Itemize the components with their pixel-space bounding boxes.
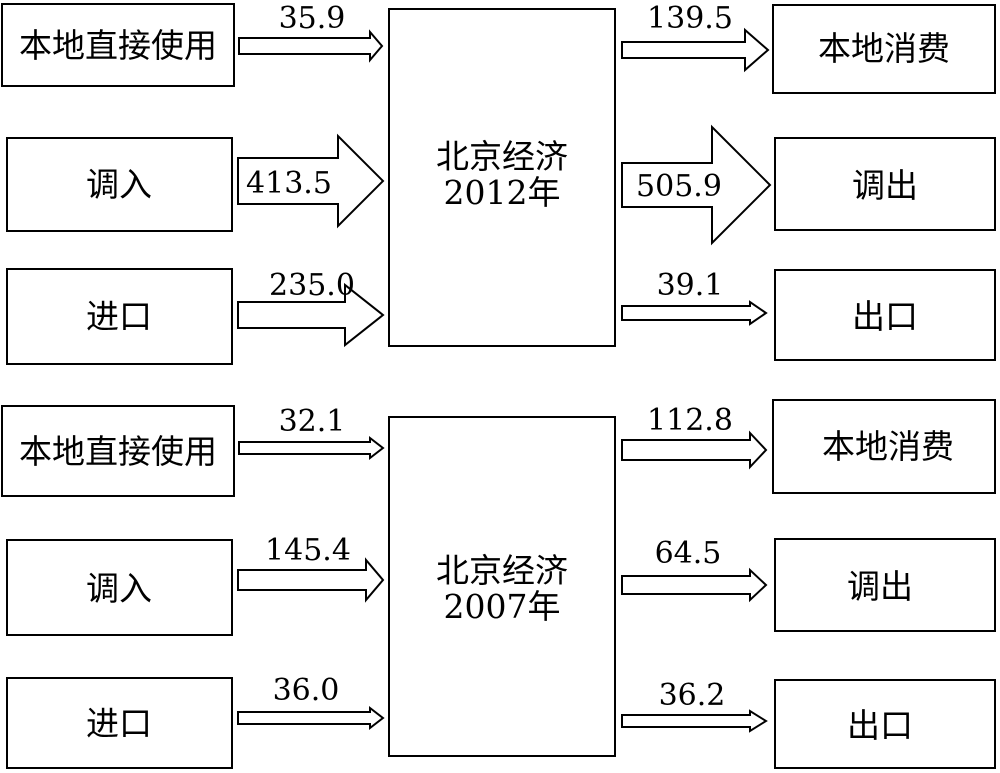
input-value-import: 235.0 [269, 268, 355, 303]
input-value-import: 36.0 [273, 673, 340, 708]
output-arrow-local-consumption [621, 27, 770, 73]
output-arrow-local-consumption [621, 430, 768, 470]
input-arrow-local-use [238, 435, 385, 461]
output-arrow-export [621, 709, 768, 733]
center-title: 北京经济 [436, 137, 568, 176]
input-label-local-use: 本地直接使用 [19, 432, 217, 471]
output-box-local-consumption [772, 399, 996, 494]
panel-2012: 北京经济 2012年 本地直接使用 35.9 调入 413.5 进口 235.0… [1, 1, 996, 365]
output-arrow-transfer-out [621, 124, 772, 246]
output-label-transfer-out: 调出 [852, 166, 918, 205]
input-value-local-use: 35.9 [279, 1, 346, 36]
output-value-local-consumption: 139.5 [647, 1, 733, 36]
input-label-import: 进口 [86, 704, 152, 743]
output-value-transfer-out: 505.9 [636, 169, 722, 204]
input-label-transfer-in: 调入 [86, 165, 152, 204]
output-value-export: 39.1 [657, 268, 724, 303]
output-box-transfer-out [774, 137, 996, 231]
center-box-2007 [388, 416, 616, 757]
input-box-local-use [1, 3, 235, 87]
center-year: 2007年 [444, 587, 561, 626]
center-year: 2012年 [444, 173, 561, 212]
input-label-transfer-in: 调入 [86, 569, 152, 608]
output-label-export: 出口 [847, 706, 913, 745]
input-box-import [6, 677, 233, 769]
output-label-local-consumption: 本地消费 [818, 29, 950, 68]
input-value-transfer-in: 413.5 [246, 166, 332, 201]
input-box-local-use [1, 405, 235, 497]
output-box-export [774, 269, 996, 361]
input-arrow-import [237, 282, 385, 348]
output-arrow-export [621, 300, 768, 326]
center-box-2012 [388, 8, 616, 347]
output-label-transfer-out: 调出 [847, 567, 913, 606]
output-arrow-transfer-out [621, 567, 768, 603]
output-value-local-consumption: 112.8 [647, 403, 733, 438]
output-value-export: 36.2 [659, 678, 726, 713]
output-box-local-consumption [772, 4, 996, 94]
input-arrow-transfer-in [237, 557, 385, 603]
input-box-transfer-in [6, 137, 233, 232]
input-label-local-use: 本地直接使用 [19, 26, 217, 65]
output-box-export [774, 679, 996, 769]
center-title: 北京经济 [436, 551, 568, 590]
input-arrow-local-use [238, 29, 384, 63]
output-label-export: 出口 [852, 297, 918, 336]
output-label-local-consumption: 本地消费 [822, 427, 954, 466]
input-value-local-use: 32.1 [279, 404, 346, 439]
input-box-transfer-in [6, 539, 233, 636]
output-box-transfer-out [774, 538, 996, 632]
input-box-import [6, 268, 233, 365]
panel-2007: 北京经济 2007年 本地直接使用 32.1 调入 145.4 进口 36.0 … [1, 399, 996, 769]
input-arrow-transfer-in [237, 133, 385, 229]
input-arrow-import [237, 705, 385, 731]
output-value-transfer-out: 64.5 [655, 536, 722, 571]
input-label-import: 进口 [86, 297, 152, 336]
input-value-transfer-in: 145.4 [265, 533, 351, 568]
